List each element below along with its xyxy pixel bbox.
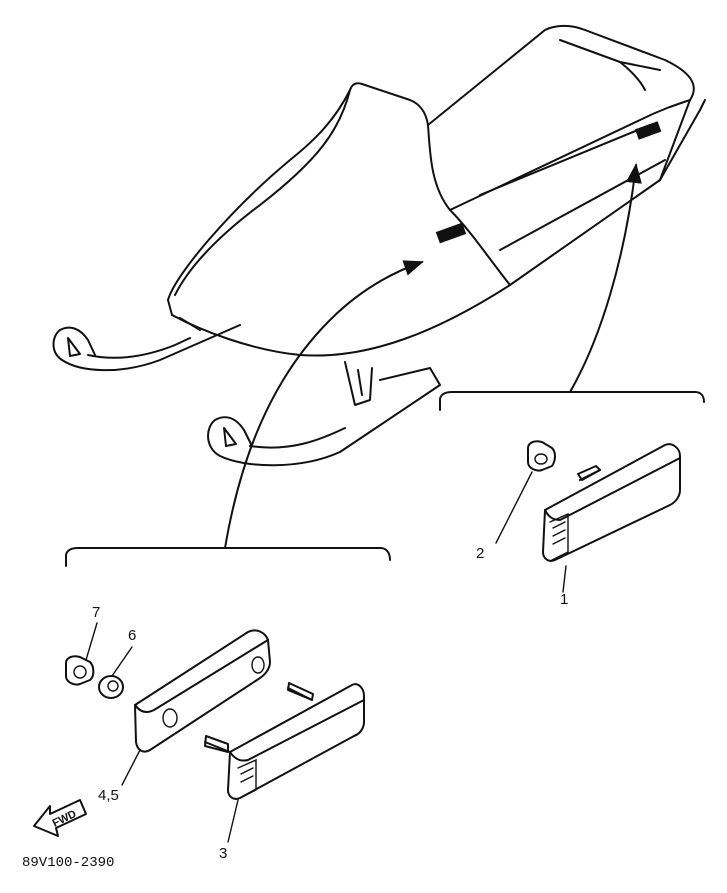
- label-part-2: 2: [476, 545, 484, 562]
- nut-left: [65, 655, 95, 686]
- label-part-7: 7: [92, 604, 100, 621]
- figure-code: 89V100-2390: [22, 855, 114, 871]
- snowmobile-illustration: [52, 24, 706, 467]
- nut-right: [527, 440, 556, 472]
- label-part-6: 6: [128, 627, 136, 644]
- label-part-1: 1: [560, 591, 568, 608]
- spacer-block: [134, 629, 271, 753]
- part-leader-lines: [85, 471, 567, 843]
- reflector-right: [542, 443, 681, 562]
- left-group-bracket: [65, 547, 391, 567]
- forward-arrow-icon: FWD: [33, 799, 87, 837]
- label-part-3: 3: [219, 845, 227, 862]
- leader-arrows: [224, 163, 642, 549]
- label-parts-4-5: 4,5: [98, 787, 119, 804]
- right-group-bracket: [439, 391, 705, 411]
- reflector-left: [204, 682, 365, 800]
- washer: [98, 675, 124, 699]
